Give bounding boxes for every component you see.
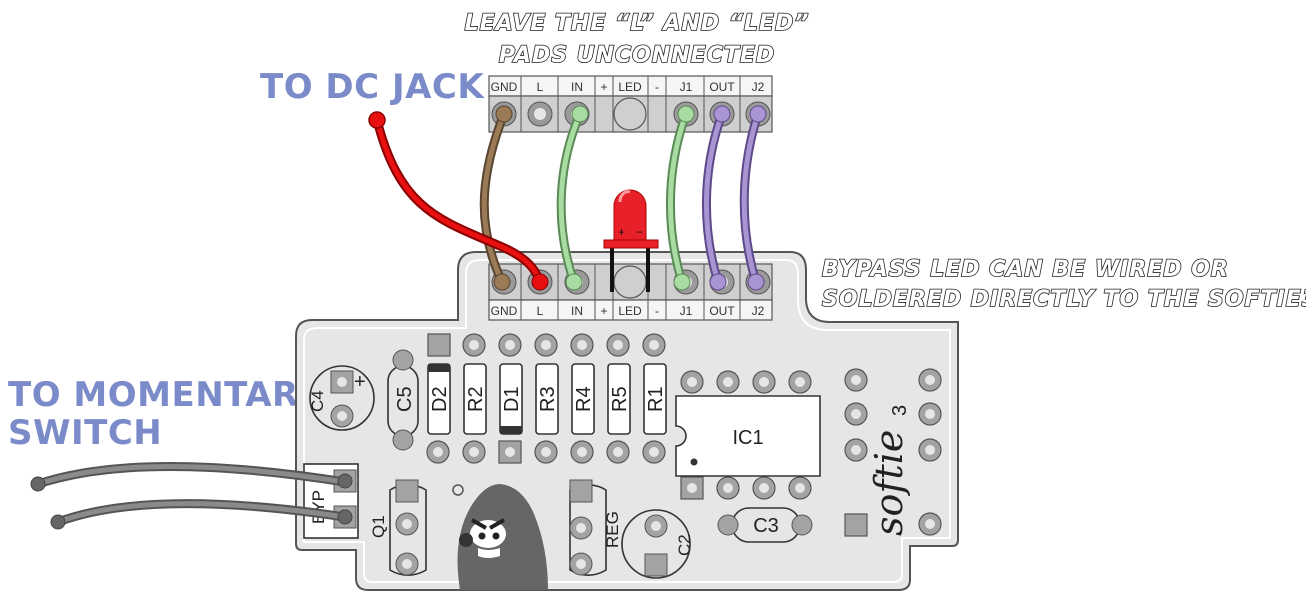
reg-pad-1: [569, 479, 593, 503]
right-column-pad-holes: [851, 375, 935, 529]
c3-pad-1: [717, 514, 739, 536]
top-header-pad-label-in: IN: [571, 80, 583, 94]
to-momentary-callout-line2: SWITCH: [8, 413, 162, 453]
r3-body: [535, 363, 559, 435]
byp-label: BYP: [309, 490, 328, 524]
switch-wire-1-inner: [35, 464, 348, 487]
top-header-pad-label-j1: J1: [680, 80, 693, 94]
d2-label: D2: [429, 386, 451, 412]
c3-label: C3: [753, 515, 779, 537]
board-header-pad-label-out: OUT: [709, 304, 735, 318]
switch-wire-1-end: [30, 476, 46, 492]
small-via: [452, 484, 464, 496]
ic1-pad-holes: [687, 377, 805, 493]
leave-pads-callout-line1: LEAVE THE “L” AND “LED”: [465, 11, 810, 36]
r1-label: R1: [645, 386, 667, 412]
top-led-pad-ring: [613, 97, 647, 131]
r4-label: R4: [573, 386, 595, 412]
top-header-pad-label-l: L: [537, 80, 544, 94]
dc-jack-wire-inner: [374, 117, 543, 285]
reg-hole-3: [576, 559, 586, 569]
c4-outline: [309, 365, 375, 431]
c4-label: C4: [308, 390, 327, 412]
top-header-pad-label-out: OUT: [709, 80, 735, 94]
c4-plus-label: +: [354, 371, 366, 393]
d1-label: D1: [501, 386, 523, 412]
to-dc-jack-callout: TO DC JACK: [260, 67, 485, 107]
pcb-board-outline-inner: [303, 259, 951, 583]
to-momentary-callout-line1: TO MOMENTARY: [8, 375, 322, 415]
component-top-pad-holes: [469, 340, 659, 350]
r2-body: [463, 363, 487, 435]
top-header-pad-label-j2: J2: [752, 80, 765, 94]
out-wire-inner: [704, 111, 725, 285]
q1-hole-3: [402, 559, 412, 569]
r1-body: [643, 363, 667, 435]
byp-solder-1: [337, 473, 353, 489]
j1-wire-inner: [668, 111, 689, 285]
bypass-led: [603, 189, 659, 292]
top-header-pad-label-led: LED: [618, 80, 642, 94]
c2-outline: [621, 509, 691, 579]
d1-cathode-band: [500, 426, 522, 434]
reg-label: REG: [603, 511, 622, 548]
r3-label: R3: [537, 386, 559, 412]
led-plus-label: +: [618, 225, 625, 239]
c4-hole-2: [337, 411, 347, 421]
q1-hole-2: [402, 519, 412, 529]
c2-hole: [651, 521, 661, 531]
ic1-body: [675, 395, 821, 477]
c3-pad-2: [791, 514, 813, 536]
c2-label: C2: [675, 534, 694, 556]
component-bodies: [427, 363, 667, 435]
r5-body: [607, 363, 631, 435]
board-header-pad-label-l: L: [537, 304, 544, 318]
softie-brand-number: 3: [889, 405, 911, 416]
board-header-pad-label-x: -: [655, 304, 659, 318]
character-logo: [457, 484, 548, 590]
byp-solder-2: [337, 509, 353, 525]
d2-cathode-band: [428, 364, 450, 372]
c5-pad-1: [392, 349, 414, 371]
r5-label: R5: [609, 386, 631, 412]
header-solder-joints: [493, 105, 767, 291]
c5-pad-2: [392, 429, 414, 451]
top-header-pad-label-gnd: GND: [491, 80, 518, 94]
board-header-pad-label-in: IN: [571, 304, 583, 318]
ic1-pin1-dot: [690, 458, 698, 466]
component-bottom-pad-holes: [433, 447, 659, 457]
ic1-label: IC1: [732, 427, 763, 449]
c2-pad-square: [644, 553, 668, 577]
reg-hole-2: [576, 523, 586, 533]
gnd-wire-inner: [481, 111, 507, 285]
dc-jack-wire-end: [368, 111, 386, 129]
board-header-pad-label-gnd: GND: [491, 304, 518, 318]
bypass-led-callout-line2: SOLDERED DIRECTLY TO THE SOFTIE3: [822, 287, 1306, 312]
leave-pads-callout-line2: PADS UNCONNECTED: [499, 43, 775, 68]
board-header-pad-label-j2: J2: [752, 304, 765, 318]
c5-label: C5: [394, 386, 416, 412]
led-minus-label: −: [636, 225, 643, 239]
c4-hole-1: [337, 377, 347, 387]
top-header-pad-label-x: -: [655, 80, 659, 94]
switch-wire-2-end: [50, 514, 66, 530]
r4-body: [571, 363, 595, 435]
q1-label: Q1: [369, 515, 388, 538]
softie-brand: softie: [867, 430, 911, 536]
top-header-pad-label-x: +: [600, 80, 607, 94]
j2-wire-inner: [741, 111, 761, 285]
dc-jack-wire: [372, 115, 545, 287]
q1-pad-1: [395, 479, 419, 503]
top-header-pad-hole-l: [534, 108, 546, 120]
bypass-led-callout-line1: BYPASS LED CAN BE WIRED OR: [822, 257, 1229, 282]
board-header-pad-label-led: LED: [618, 304, 642, 318]
board-header-pad-label-j1: J1: [680, 304, 693, 318]
in-wire-inner: [558, 111, 583, 285]
board-header-pad-label-x: +: [600, 304, 607, 318]
switch-wire-2-inner: [55, 501, 348, 525]
r2-label: R2: [465, 386, 487, 412]
